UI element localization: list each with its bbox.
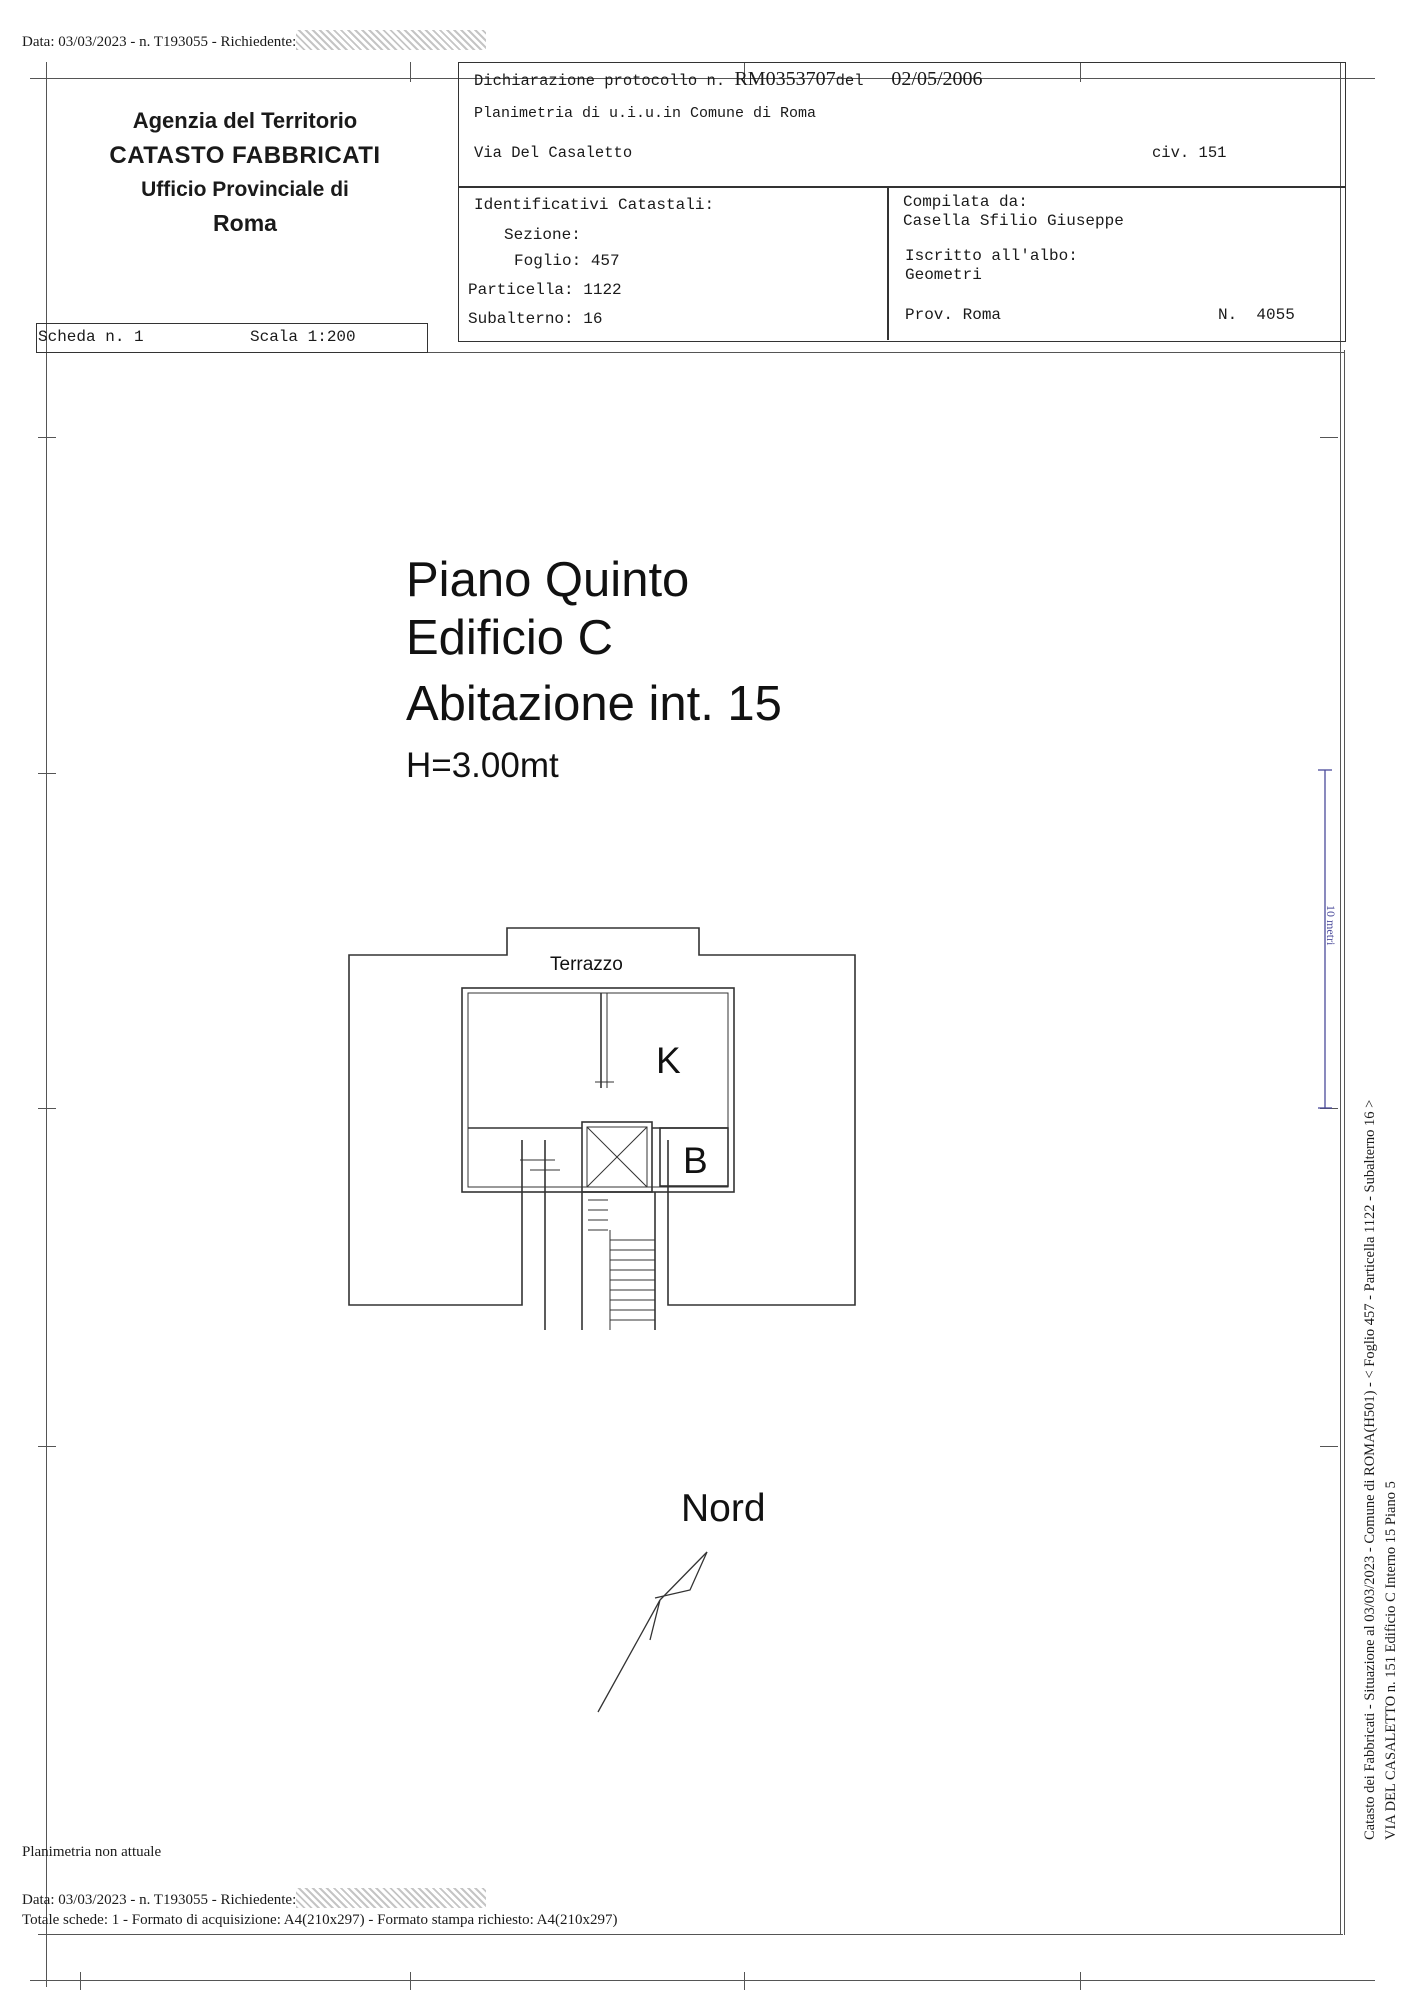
- ufficio-city: Roma: [213, 210, 277, 236]
- footer-redacted: [296, 1888, 487, 1908]
- particella-value: 1122: [583, 281, 622, 299]
- bathroom-outline: [659, 1127, 729, 1187]
- n-value: 4055: [1256, 306, 1295, 324]
- sezione-label: Sezione:: [504, 226, 581, 244]
- protocol-number: RM0353707: [734, 68, 836, 90]
- tick-mark: [38, 1108, 56, 1109]
- tick-mark: [410, 1972, 411, 1990]
- civ-label: civ.: [1152, 144, 1190, 162]
- ufficio-label: Ufficio Provinciale di: [141, 178, 349, 201]
- frame-bottom-line: [30, 1980, 1375, 1981]
- room-bathroom-label: B: [683, 1140, 708, 1181]
- footer-data-line: Data: 03/03/2023 - n. T193055 - Richiede…: [22, 1888, 487, 1909]
- n-label: N.: [1218, 306, 1238, 324]
- tick-mark: [744, 1972, 745, 1990]
- elevator-shaft: [581, 1121, 653, 1193]
- elevator-car: [586, 1126, 648, 1188]
- tick-mark: [38, 437, 56, 438]
- subalterno-value: 16: [583, 310, 603, 328]
- address-civ: civ. 151: [1152, 144, 1226, 162]
- protocol-date: 02/05/2006: [891, 68, 983, 90]
- protocol-del: del: [835, 72, 864, 90]
- room-kitchen-label: K: [656, 1040, 681, 1081]
- tick-mark: [38, 1446, 56, 1447]
- terrace-label: Terrazzo: [550, 954, 623, 975]
- civ-number: 151: [1198, 144, 1227, 162]
- compilata-label: Compilata da:: [903, 193, 1028, 211]
- foglio-label: Foglio:: [514, 252, 582, 270]
- frame-drawing-top-line: [38, 352, 1344, 353]
- tick-mark: [744, 62, 745, 82]
- redacted-requester: [296, 30, 487, 50]
- stair-steps: [588, 1199, 655, 1321]
- terrace-outline: [348, 927, 856, 1306]
- scheda-label: Scheda n. 1: [38, 328, 144, 346]
- frame-top-line: [30, 78, 1375, 79]
- foglio-line: Foglio: 457: [514, 252, 620, 270]
- frame-right-line: [1340, 62, 1341, 1934]
- identificativi-heading: Identificativi Catastali:: [474, 196, 715, 214]
- agency-block: Agenzia del Territorio CATASTO FABBRICAT…: [60, 108, 430, 237]
- plan-unit-title: Abitazione int. 15: [406, 677, 782, 731]
- scale-bar-label: 10 metri: [1324, 905, 1338, 946]
- frame-left-line: [46, 62, 47, 1987]
- agency-name: Agenzia del Territorio: [132, 108, 358, 133]
- footer-data-text: Data: 03/03/2023 - n. T193055 - Richiede…: [22, 1892, 297, 1908]
- address-street: Via Del Casaletto: [474, 144, 633, 162]
- plan-floor-title: Piano Quinto: [406, 553, 690, 607]
- scala-label: Scala 1:200: [250, 328, 356, 346]
- subalterno-label: Subalterno:: [468, 310, 574, 328]
- subalterno-line: Subalterno: 16: [468, 310, 602, 328]
- tick-mark: [410, 62, 411, 82]
- planimetria-note: Planimetria non attuale: [22, 1844, 162, 1860]
- tick-mark: [80, 1972, 81, 1990]
- prov-label: Prov. Roma: [905, 306, 1002, 324]
- header-box-divider: [458, 186, 1346, 188]
- north-arrow: [597, 1551, 708, 1713]
- header-box-vdivider: [887, 186, 889, 340]
- scale-bar: [1318, 769, 1332, 1109]
- header-info-box: [458, 62, 1346, 342]
- tick-mark: [1320, 1446, 1338, 1447]
- side-caption-line1: Catasto dei Fabbricati - Situazione al 0…: [1362, 1099, 1378, 1840]
- frame-bottom-inner-line: [38, 1934, 1343, 1935]
- footer-totale: Totale schede: 1 - Formato di acquisizio…: [22, 1912, 618, 1928]
- tick-mark: [1320, 437, 1338, 438]
- side-caption: Catasto dei Fabbricati - Situazione al 0…: [1360, 1100, 1402, 1840]
- north-label: Nord: [681, 1487, 766, 1530]
- iscritto-label: Iscritto all'albo:: [905, 247, 1078, 265]
- protocol-label: Dichiarazione protocollo n.: [474, 72, 726, 90]
- side-caption-line2: VIA DEL CASALETTO n. 151 Edificio C Inte…: [1383, 1481, 1399, 1840]
- catasto-title: CATASTO FABBRICATI: [109, 142, 381, 169]
- albo-value: Geometri: [905, 266, 982, 284]
- scheda-box: [36, 323, 428, 353]
- foglio-value: 457: [590, 252, 620, 270]
- compilata-name: Casella Sfilio Giuseppe: [903, 212, 1124, 230]
- tick-mark: [1080, 1972, 1081, 1990]
- tick-mark: [38, 773, 56, 774]
- albo-number: N. 4055: [1218, 306, 1295, 324]
- elevator-cross: [586, 1126, 648, 1188]
- header-line: Data: 03/03/2023 - n. T193055 - Richiede…: [22, 30, 487, 51]
- protocol-line: Dichiarazione protocollo n. RM0353707del…: [474, 68, 983, 91]
- planimetria-line: Planimetria di u.i.u.in Comune di Roma: [474, 105, 817, 122]
- plan-height: H=3.00mt: [406, 746, 559, 785]
- particella-line: Particella: 1122: [468, 281, 622, 299]
- frame-right-inner-line: [1344, 350, 1345, 1935]
- header-text: Data: 03/03/2023 - n. T193055 - Richiede…: [22, 34, 297, 50]
- particella-label: Particella:: [468, 281, 574, 299]
- plan-building-title: Edificio C: [406, 611, 613, 665]
- tick-mark: [1080, 62, 1081, 82]
